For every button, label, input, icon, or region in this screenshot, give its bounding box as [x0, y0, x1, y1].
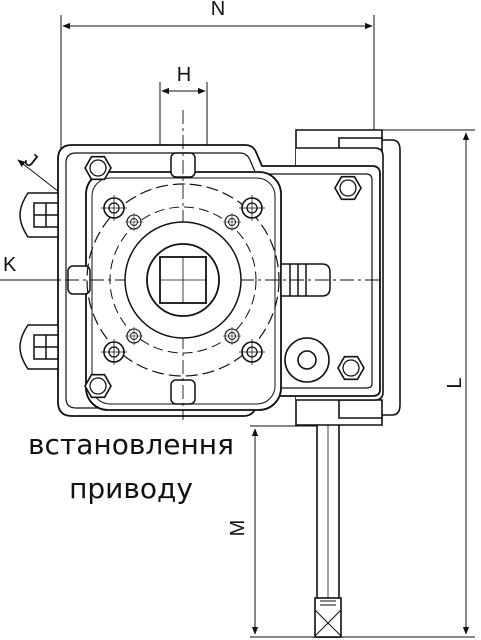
bolt-circle: [86, 183, 280, 377]
caption-line-2: приводу: [69, 472, 193, 505]
dimension-l: [340, 129, 475, 638]
dimension-k-label: K: [3, 254, 17, 276]
inner-bolt-circle: [109, 206, 257, 354]
dimension-j-label: J: [20, 149, 41, 172]
extension-shaft: [314, 419, 342, 638]
input-shaft: [280, 263, 331, 297]
dimension-n: [60, 15, 375, 150]
lock-pin: [284, 337, 330, 383]
dimension-h-label: H: [177, 64, 191, 86]
drive-installation-caption: встановлення приводу: [0, 423, 262, 511]
dimension-m-label: M: [227, 520, 249, 537]
adjusting-screws: [19, 192, 59, 370]
caption-line-1: встановлення: [28, 428, 234, 461]
dimension-m: [250, 425, 318, 638]
dimension-n-label: N: [211, 0, 225, 20]
dimension-l-label: L: [444, 377, 466, 388]
